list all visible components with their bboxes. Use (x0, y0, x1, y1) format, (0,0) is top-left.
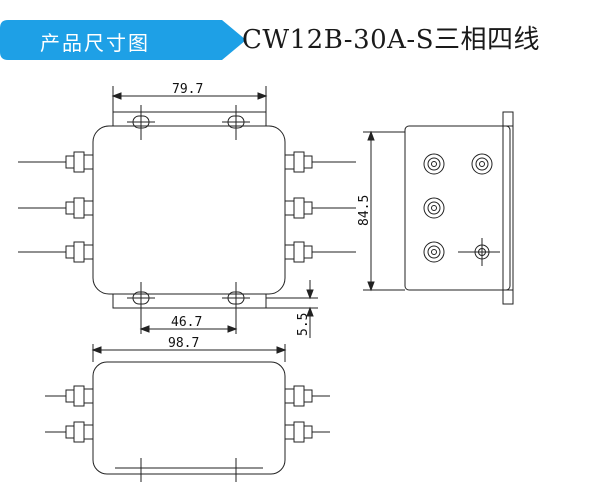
terminal-front-right-2 (284, 421, 330, 443)
label-side-height: 84.5 (357, 195, 372, 226)
filter-body-front (92, 361, 286, 475)
terminal-left-2 (18, 197, 94, 219)
dim-mount-offset (266, 280, 318, 338)
model-title: CW12B-30A-S三相四线 (242, 25, 541, 55)
ground-stud (458, 238, 500, 266)
terminal-right-1 (284, 151, 356, 173)
mounting-slot (222, 282, 250, 318)
terminal-front-right-1 (284, 385, 330, 407)
filter-body (92, 125, 286, 295)
banner-label: 产品尺寸图 (40, 31, 150, 55)
terminal-left-1 (18, 151, 94, 173)
dim-total-length (91, 344, 287, 362)
mounting-slot (127, 282, 155, 318)
dim-top-width (111, 86, 268, 112)
mount-bracket (502, 111, 514, 305)
dim-mount-spacing (139, 318, 238, 334)
header-banner: 产品尺寸图 (0, 20, 246, 60)
label-total-length: 98.7 (168, 336, 199, 351)
label-mount-spacing: 46.7 (171, 315, 202, 330)
end-plate (404, 125, 511, 291)
mounting-slot (222, 105, 250, 140)
terminal-front-left-2 (45, 421, 94, 443)
mounting-slot (127, 105, 155, 140)
front-view (45, 344, 330, 482)
dim-side-height (363, 130, 405, 292)
terminal-front-left-1 (45, 385, 94, 407)
label-mount-offset: 5.5 (296, 313, 311, 336)
terminal-stud (471, 153, 493, 175)
banner-shape (0, 20, 246, 60)
label-top-width: 79.7 (172, 82, 203, 97)
terminal-stud (423, 197, 445, 219)
top-view (18, 86, 356, 338)
terminal-right-3 (284, 241, 356, 263)
terminal-right-2 (284, 197, 356, 219)
terminal-stud (423, 241, 445, 263)
terminal-left-3 (18, 241, 94, 263)
side-view (363, 111, 514, 305)
terminal-stud (423, 153, 445, 175)
